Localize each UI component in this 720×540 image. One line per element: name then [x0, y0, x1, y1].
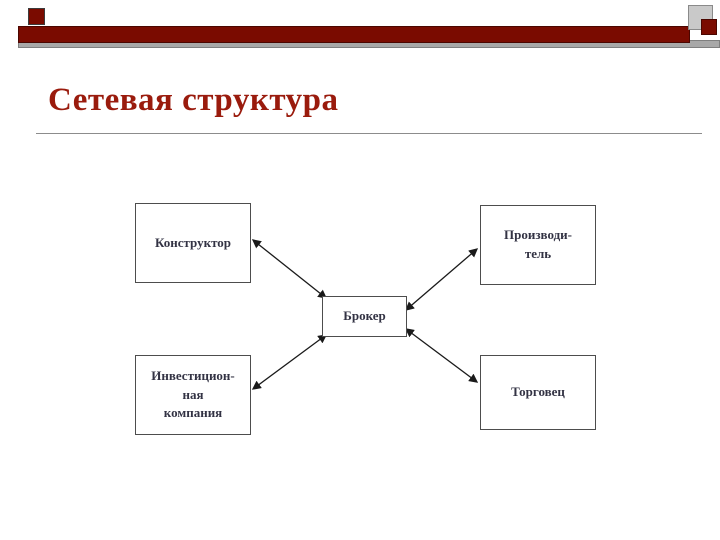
node-proizvoditel-label: Производи- тель: [503, 227, 572, 261]
header-left-square: [28, 8, 45, 25]
node-investicionnaya-label: Инвестицион- ная компания: [151, 367, 235, 421]
header-maroon-bar: [18, 26, 690, 43]
edge-broker-investicionnaya: [251, 334, 328, 390]
header-right-maroon-square: [701, 19, 717, 35]
node-broker-label: Брокер: [343, 308, 386, 324]
edge-broker-torgovec: [404, 328, 479, 383]
edge-broker-konstruktor: [251, 239, 328, 299]
slide-title: Сетевая структура: [48, 82, 339, 118]
edge-broker-proizvoditel: [404, 248, 479, 311]
node-torgovec-label: Торговец: [511, 384, 565, 400]
node-konstruktor-label: Конструктор: [154, 234, 232, 250]
node-investicionnaya: Инвестицион- ная компания: [135, 355, 251, 435]
node-torgovec: Торговец: [480, 355, 596, 430]
title-underline: [36, 133, 702, 134]
node-broker: Брокер: [322, 296, 407, 337]
node-konstruktor: Конструктор: [135, 203, 251, 283]
node-proizvoditel: Производи- тель: [480, 205, 596, 285]
